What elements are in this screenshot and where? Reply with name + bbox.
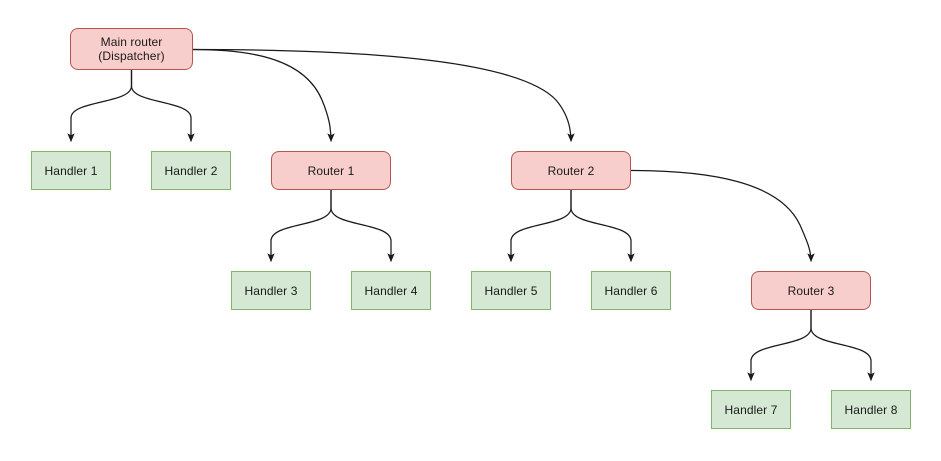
node-router-2[interactable]: Router 2	[511, 151, 631, 190]
edge-main-router-to-router-1	[192, 48, 335, 143]
edge-main-router-to-handler-1	[67, 69, 133, 143]
node-main-router-label: Main router (Dispatcher)	[98, 35, 165, 63]
node-handler-8[interactable]: Handler 8	[831, 390, 911, 429]
node-handler-5[interactable]: Handler 5	[471, 271, 551, 310]
node-handler-4-label: Handler 4	[364, 283, 418, 298]
node-handler-7[interactable]: Handler 7	[711, 390, 791, 429]
node-handler-2-label: Handler 2	[164, 163, 218, 178]
node-handler-1[interactable]: Handler 1	[31, 151, 111, 190]
node-handler-7-label: Handler 7	[724, 402, 778, 417]
node-main-router[interactable]: Main router (Dispatcher)	[70, 28, 193, 70]
node-handler-6[interactable]: Handler 6	[591, 271, 671, 310]
edge-router-1-to-handler-4	[330, 189, 395, 263]
edge-router-2-to-handler-6	[570, 189, 635, 263]
node-router-3-label: Router 3	[787, 283, 835, 298]
node-handler-4[interactable]: Handler 4	[351, 271, 431, 310]
node-handler-3[interactable]: Handler 3	[231, 271, 311, 310]
edge-main-router-to-handler-2	[130, 69, 195, 143]
node-router-3[interactable]: Router 3	[751, 271, 871, 310]
node-router-1[interactable]: Router 1	[271, 151, 391, 190]
edge-router-1-to-handler-3	[267, 189, 332, 263]
node-router-2-label: Router 2	[547, 163, 595, 178]
node-handler-3-label: Handler 3	[244, 283, 298, 298]
node-handler-6-label: Handler 6	[604, 283, 658, 298]
edge-router-3-to-handler-7	[747, 309, 812, 382]
node-handler-1-label: Handler 1	[44, 163, 98, 178]
node-router-1-label: Router 1	[307, 163, 355, 178]
edge-router-2-to-handler-5	[507, 189, 572, 263]
node-handler-2[interactable]: Handler 2	[151, 151, 231, 190]
node-handler-8-label: Handler 8	[844, 402, 898, 417]
node-handler-5-label: Handler 5	[484, 283, 538, 298]
edge-router-2-to-router-3	[630, 169, 815, 263]
edge-main-router-to-router-2	[192, 48, 575, 143]
edge-router-3-to-handler-8	[810, 309, 875, 382]
